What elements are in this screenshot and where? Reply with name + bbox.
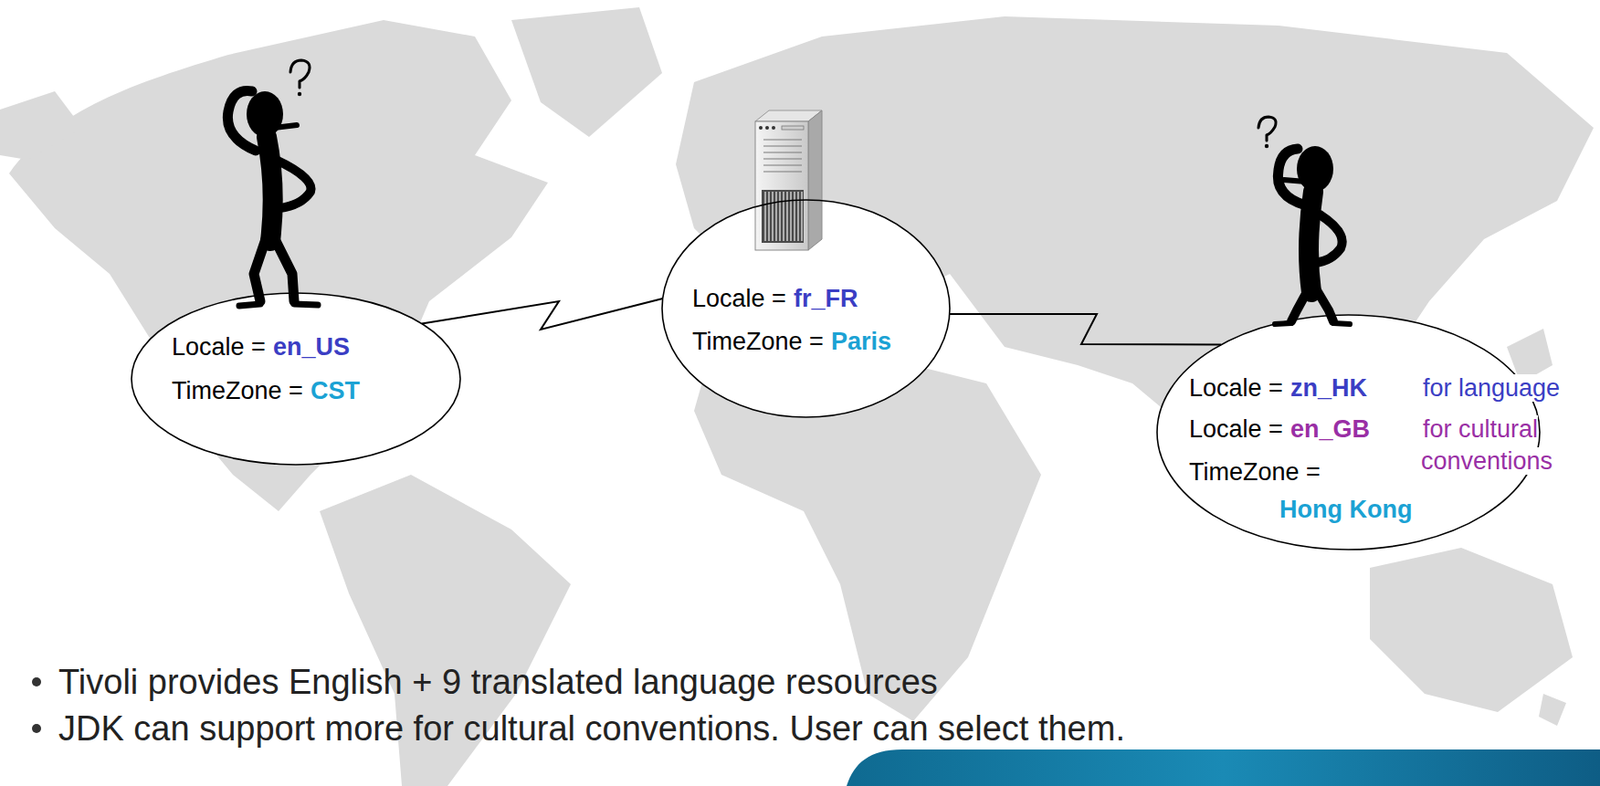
locale-ellipse: Locale =en_US TimeZone =CST [130, 292, 462, 466]
text-row: Locale =zn_HK [1189, 373, 1368, 403]
puzzled-person-left [227, 60, 318, 306]
text-row: TimeZone =Paris [692, 326, 892, 357]
footer-bar [846, 749, 1600, 786]
setting-name: en_GB [1290, 415, 1370, 443]
bullet-dots [31, 677, 42, 734]
setting-value: for cultural conventions [1421, 415, 1555, 475]
setting-name: Locale = [692, 284, 787, 313]
setting-name: for language [1421, 374, 1562, 402]
setting-value: CST [310, 377, 360, 405]
setting-name: TimeZone = [171, 377, 304, 405]
setting-name: TimeZone = [1189, 458, 1321, 486]
setting-value: Paris [831, 327, 892, 356]
server-icon [755, 110, 822, 251]
setting-name: Locale = [171, 333, 266, 361]
setting-value: fr_FR [793, 284, 859, 313]
continents [0, 7, 1594, 786]
setting-name: TimeZone = [692, 327, 824, 356]
text-row: Locale =en_US [171, 332, 350, 362]
ellipse-fills [131, 200, 1540, 550]
text-row: for cultural conventions [1421, 413, 1590, 478]
setting-value: Hong Kong [1279, 495, 1412, 524]
text-row: Locale =fr_FR [692, 284, 858, 314]
text-row: Locale =en_GB [1189, 414, 1370, 444]
puzzled-person-right [1258, 116, 1350, 325]
network-link [421, 298, 664, 330]
text-row: for language [1421, 373, 1590, 403]
setting-value: en_US [273, 333, 350, 361]
text-row: TimeZone =CST [171, 376, 360, 406]
locale-ellipse: Locale =zn_HKfor languageLocale =en_GBfo… [1156, 314, 1541, 551]
text-row: Hong Kong [1279, 494, 1412, 525]
bullet-note: JDK can support more for cultural conven… [58, 707, 1126, 750]
text-row: TimeZone = [1189, 457, 1321, 487]
setting-value: zn_HK [1290, 374, 1368, 402]
setting-value: Locale = [1189, 415, 1284, 443]
bullet-note: Tivoli provides English + 9 translated l… [58, 661, 938, 704]
network-link [949, 314, 1222, 346]
setting-name: Locale = [1189, 374, 1284, 402]
locale-ellipse: Locale =fr_FR TimeZone =Paris [661, 199, 951, 419]
